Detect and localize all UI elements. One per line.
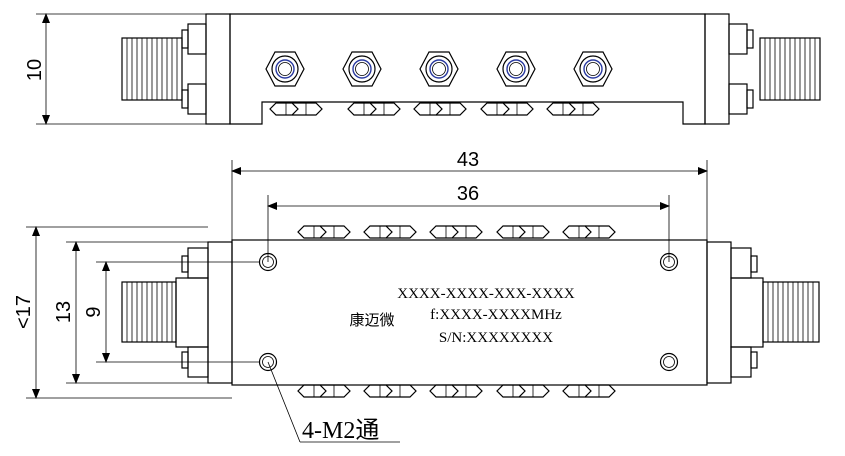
- tuning-screw-3: [419, 51, 459, 87]
- mounting-hole-2: [659, 252, 679, 272]
- hole-note: 4-M2通: [302, 418, 379, 444]
- plan-nut-bottom-1: [297, 384, 351, 398]
- side-nut-2: [347, 102, 401, 116]
- plan-nut-top-2: [363, 225, 417, 239]
- label-frequency: f:XXXX-XXXXMHz: [430, 307, 562, 323]
- side-view: 10: [24, 13, 821, 125]
- tuning-screw-1: [265, 51, 305, 87]
- left-flange: [205, 13, 231, 125]
- plan-nut-top-1: [297, 225, 351, 239]
- tuning-screw-4: [496, 51, 536, 87]
- dimension-length-overall: 43: [457, 149, 479, 171]
- hole-note-leader: [267, 361, 301, 443]
- tuning-screw-2: [342, 51, 382, 87]
- dimension-height-side: 10: [24, 59, 46, 81]
- label-brand: 康迈微: [349, 311, 394, 329]
- plan-nut-bottom-3: [429, 384, 483, 398]
- plan-nut-bottom-4: [496, 384, 550, 398]
- mounting-hole-4: [659, 352, 679, 372]
- tuning-screw-5: [573, 51, 613, 87]
- dimension-body-height: <17: [13, 295, 35, 329]
- side-nut-5: [546, 102, 600, 116]
- side-nut-3: [413, 102, 467, 116]
- left-connector-side: [121, 37, 183, 101]
- right-connector-plan: [762, 281, 820, 343]
- mounting-hole-3: [258, 352, 278, 372]
- dimension-hole-spacing-length: 36: [457, 183, 479, 205]
- plan-nut-bottom-2: [363, 384, 417, 398]
- side-nut-4: [480, 102, 534, 116]
- right-connector-side: [759, 37, 821, 101]
- left-connector-plan: [121, 281, 177, 343]
- label-part-number: XXXX-XXXX-XXX-XXXX: [397, 286, 575, 302]
- plan-nut-bottom-5: [562, 384, 616, 398]
- plan-nut-top-5: [562, 225, 616, 239]
- plan-nut-top-3: [429, 225, 483, 239]
- label-serial: S/N:XXXXXXXX: [439, 330, 553, 346]
- dimension-hole-spacing-height: 9: [83, 306, 105, 317]
- side-view-body: [229, 13, 706, 125]
- dimension-height-between-flanges: 13: [53, 301, 75, 323]
- right-flange: [704, 13, 730, 125]
- plan-view: 43 36: [13, 149, 820, 444]
- mounting-hole-1: [258, 252, 278, 272]
- plan-nut-top-4: [496, 225, 550, 239]
- side-nut-1: [269, 102, 323, 116]
